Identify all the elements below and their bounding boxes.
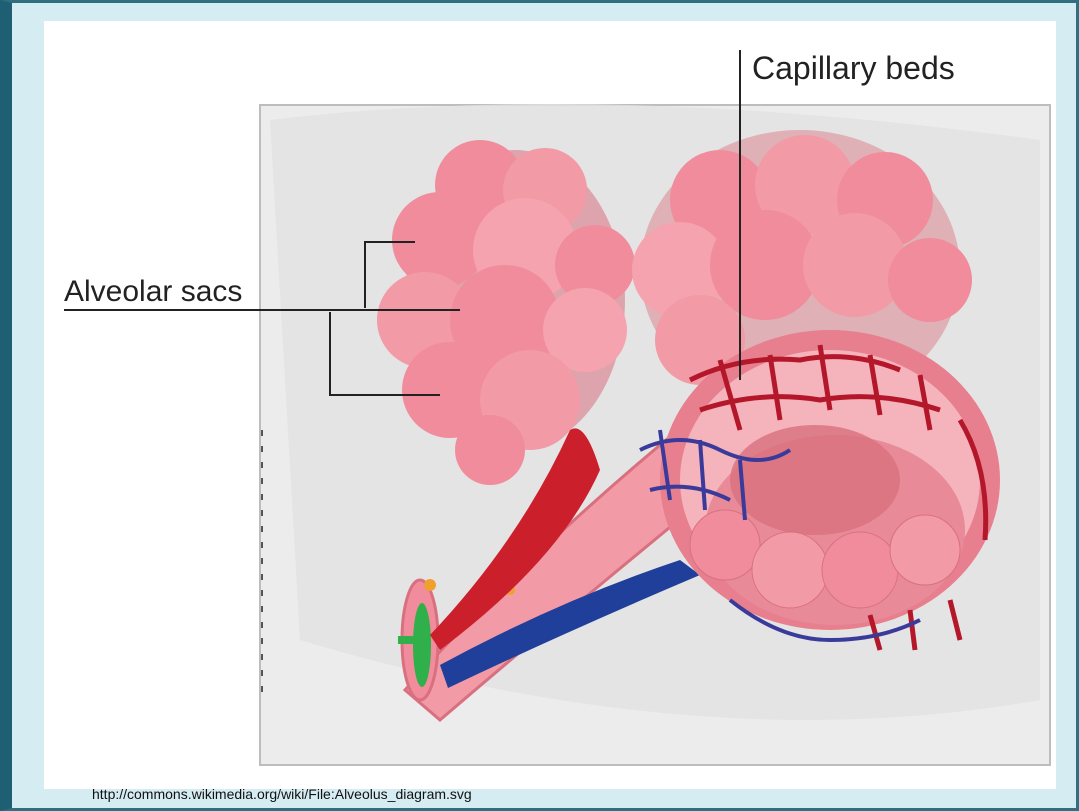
alveolar-sacs-label: Alveolar sacs	[64, 275, 242, 309]
capillary-beds-label: Capillary beds	[752, 50, 955, 87]
source-url-caption: http://commons.wikimedia.org/wiki/File:A…	[92, 786, 472, 802]
